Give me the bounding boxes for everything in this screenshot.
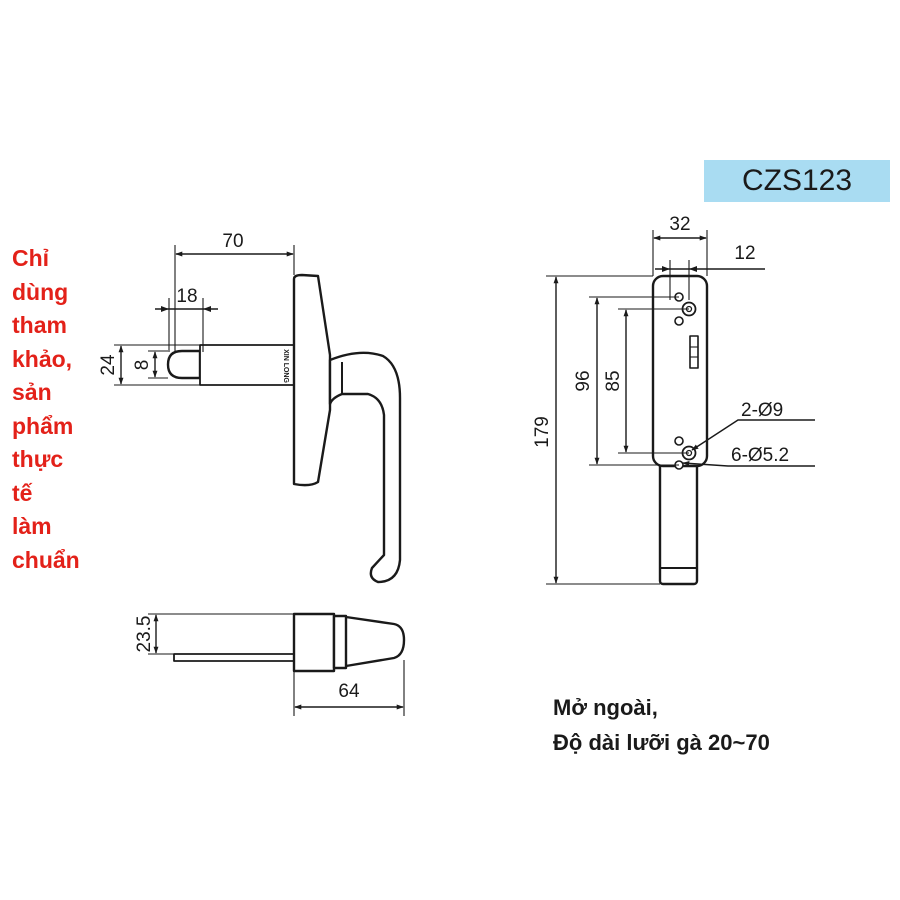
disclaimer-line: phẩm [12,412,74,439]
disclaimer-line: tế [12,479,33,506]
front-view: XIN LONG 70 18 24 8 [98,231,402,584]
product-note: Mở ngoài, Độ dài lưỡi gà 20~70 [553,690,770,760]
spindle-plate [199,344,295,386]
model-code-badge: CZS123 [704,160,890,202]
stem [658,458,699,586]
label-large-holes: 2-Ø9 [741,400,783,421]
side-base [292,612,336,673]
dim-label-base-height: 24 [98,354,119,376]
disclaimer-line: dùng [12,278,69,305]
disclaimer-line: chuẩn [12,546,80,573]
body-slot [689,335,699,369]
hole-small [674,436,684,446]
dim-label-hole-offset: 12 [734,243,755,264]
note-line-tongue-length: Độ dài lưỡi gà 20~70 [553,730,770,755]
side-view: 23.5 64 [134,612,406,716]
side-plate [173,653,295,662]
dim-label-side-length: 64 [338,681,360,702]
dim-label-hole-spacing-inner: 85 [603,370,624,391]
disclaimer-line: Chỉ [12,245,50,271]
dim-label-tab-length: 18 [176,286,197,307]
leader-small-holes [682,460,815,467]
dim-label-side-height: 23.5 [134,616,155,653]
disclaimer-line: sản [12,379,52,405]
disclaimer-line: tham [12,312,67,338]
disclaimer-line: khảo, [12,345,73,372]
leader-large-holes [691,419,815,451]
brand-mark: XIN LONG [282,349,289,383]
hole-small [674,316,684,326]
handle-lever [328,351,402,584]
handle-base [292,273,332,487]
side-lever [332,614,406,670]
label-small-holes: 6-Ø5.2 [731,445,789,466]
spindle-tab [166,349,202,380]
disclaimer-line: thực [12,446,64,472]
top-view: 32 12 179 96 85 2-Ø9 6-Ø5.2 [532,214,815,586]
disclaimer-text: Chỉ dùng tham khảo, sản phẩm thực tế làm… [12,242,112,577]
dim-label-tab-width: 8 [132,360,153,371]
dim-label-total-length: 179 [532,416,553,448]
note-line-opening: Mở ngoài, [553,695,658,720]
dim-label-handle-length: 70 [222,231,243,252]
dim-label-hole-spacing-outer: 96 [573,370,594,391]
disclaimer-line: làm [12,513,52,539]
dim-label-body-width: 32 [669,214,690,235]
